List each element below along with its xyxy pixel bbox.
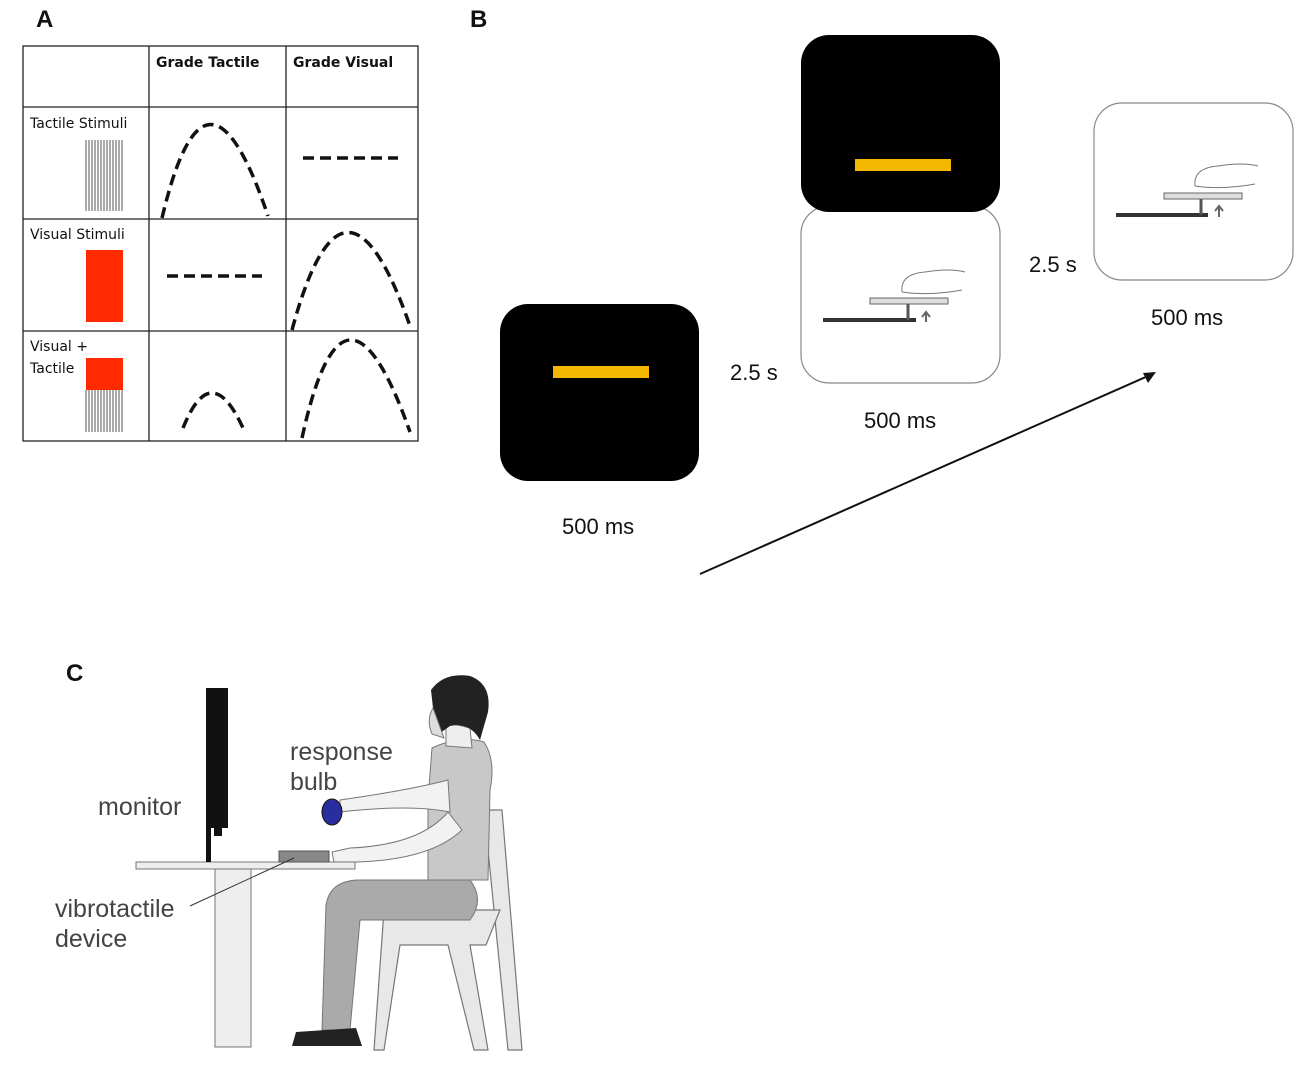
table-header-grade-tactile: Grade Tactile [156, 55, 260, 71]
table-header-grade-visual: Grade Visual [293, 55, 394, 71]
curve-combined-tactile [181, 391, 245, 429]
screen-3-duration: 500 ms [1151, 305, 1224, 330]
screen-1-yellow-bar [553, 366, 649, 378]
stimulus-grade-table [22, 45, 419, 442]
time-arrow [699, 372, 1156, 575]
screen-3-finger-device [1116, 163, 1259, 217]
screen-2-white [800, 205, 1001, 384]
vibrotactile-device-label-2: device [55, 925, 128, 953]
vibrotactile-device-label-1: vibrotactile [55, 895, 175, 923]
vibrotactile-device-icon [278, 850, 330, 863]
monitor-icon [206, 688, 228, 862]
visual-stimulus-icon [86, 250, 123, 322]
table-row-tactile-stimuli: Tactile Stimuli [30, 116, 128, 132]
desk [135, 861, 356, 1048]
screen-1-duration: 500 ms [562, 514, 635, 539]
curve-visual-visual [290, 230, 412, 331]
screen-3-white [1093, 102, 1294, 281]
screen-2-black [801, 35, 1000, 212]
screen-2-finger-device [823, 269, 966, 322]
tactile-stimulus-icon [85, 140, 123, 211]
vibrotactile-pointer [189, 857, 295, 907]
monitor-label: monitor [98, 793, 182, 821]
screen-2-duration: 500 ms [864, 408, 937, 433]
interval-2-label: 2.5 s [1029, 252, 1077, 277]
panel-label-b: B [470, 6, 488, 33]
panel-label-c: C [66, 660, 84, 687]
panel-label-a: A [36, 6, 54, 33]
chair [373, 809, 523, 1051]
curve-combined-visual [300, 338, 412, 439]
table-row-visual-plus: Visual + [30, 339, 88, 355]
visual-tactile-lines-icon [85, 390, 123, 432]
response-bulb-label-2: bulb [290, 768, 338, 796]
visual-tactile-red-icon [86, 358, 123, 390]
person [292, 675, 493, 1046]
response-bulb-label-1: response [290, 738, 393, 766]
curve-tactile-tactile [160, 122, 270, 219]
interval-1-label: 2.5 s [730, 360, 778, 385]
table-row-visual-stimuli: Visual Stimuli [30, 227, 125, 243]
response-bulb-icon [321, 798, 343, 826]
table-row-tactile: Tactile [30, 361, 75, 377]
screen-2-yellow-bar [855, 159, 951, 171]
screen-1-black [500, 304, 699, 481]
